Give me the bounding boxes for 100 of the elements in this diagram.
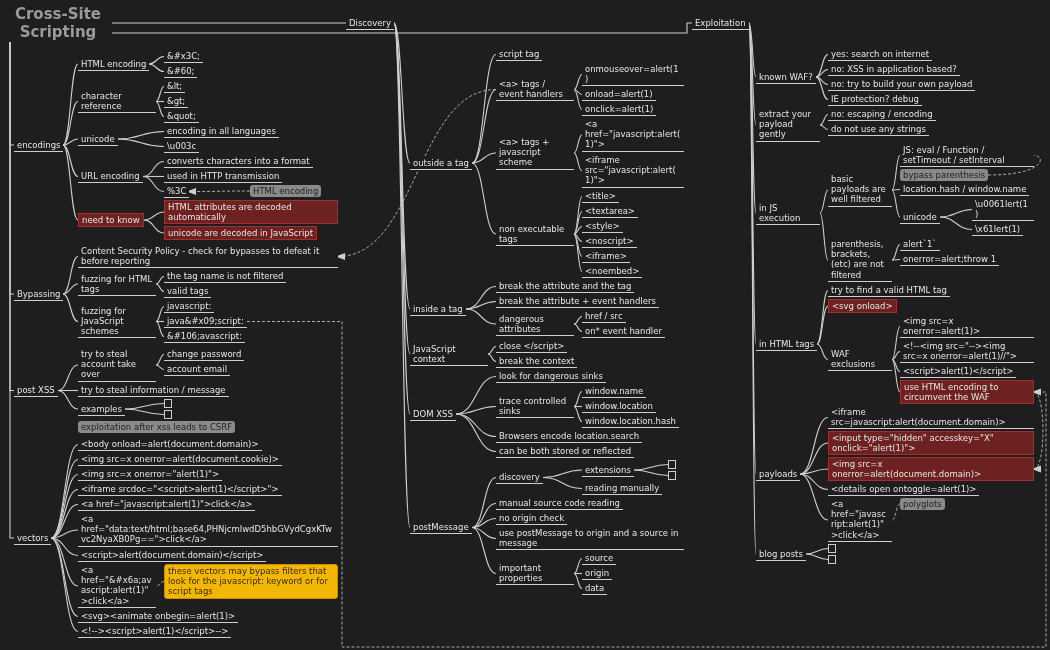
topic-label: Exploitation xyxy=(692,16,749,30)
topic-label: <a href="javascript:alert(1)">click</a> xyxy=(78,498,256,512)
topic-label: valid tags xyxy=(164,285,212,299)
topic-label: <iframe src="javascript:alert(1)"> xyxy=(582,154,684,188)
branch-line xyxy=(455,405,497,415)
branch-line xyxy=(891,243,901,261)
branch-line xyxy=(573,390,583,408)
branch-line xyxy=(471,162,497,235)
branch-line xyxy=(815,53,829,78)
branch-line xyxy=(573,152,583,172)
topic-label: <img src=x onerror=alert(document.cookie)> xyxy=(78,453,282,467)
summary-tag: polyglots xyxy=(900,498,945,511)
branch-line xyxy=(455,413,497,438)
branch-line xyxy=(393,22,411,529)
topic-label: fuzzing for HTML tags xyxy=(78,272,156,296)
branch-line xyxy=(633,469,669,477)
topic-label: Discovery xyxy=(346,16,394,30)
branch-line xyxy=(891,350,901,361)
branch-line xyxy=(455,413,497,453)
topic-label: try to steal account take over xyxy=(78,348,156,382)
topic-label: no: escaping / encoding xyxy=(828,108,936,122)
dashed-connector xyxy=(891,503,901,521)
branch-line xyxy=(799,473,829,521)
branch-line xyxy=(573,233,583,243)
branch-line xyxy=(471,53,497,164)
branch-line xyxy=(891,325,901,361)
topic-label: break the context xyxy=(496,355,578,369)
branch-line xyxy=(633,463,669,471)
topic-label: dangerous attributes xyxy=(496,312,574,336)
topic-label: java&#x09;script: xyxy=(164,315,247,329)
topic-label: origin xyxy=(582,567,613,581)
central-topic: Cross-Site Scripting xyxy=(4,4,112,42)
branch-line xyxy=(573,315,583,325)
topic-label: <a> tags / event handlers xyxy=(496,78,574,102)
topic-label: <a> tags + javascript scheme xyxy=(496,136,574,170)
branch-line xyxy=(117,138,165,148)
branch-line xyxy=(805,547,829,555)
topic-label: postMessage xyxy=(410,521,472,535)
branch-line xyxy=(62,138,79,146)
topic-label: IE protection? debug xyxy=(828,93,923,107)
branch-line xyxy=(471,152,497,164)
branch-line xyxy=(891,358,901,393)
topic-label: \x61lert(1) xyxy=(972,223,1024,237)
branch-line xyxy=(573,557,583,575)
topic-label: <img src=x onerror=alert(1)> xyxy=(900,315,1034,339)
topic-label: JS: eval / Function / setTimeout / setInterval xyxy=(900,144,1034,168)
topic-label: do not use any strings xyxy=(828,123,929,137)
branch-line xyxy=(939,208,973,218)
branch-line xyxy=(573,88,583,111)
branch-line xyxy=(393,22,411,164)
topic-label: JavaScript context xyxy=(410,342,488,366)
topic-label: fuzzing for JavaScript schemes xyxy=(78,304,156,339)
topic-label: change password xyxy=(164,348,245,362)
branch-line xyxy=(471,502,497,529)
topic-label: <textarea> xyxy=(582,205,638,219)
topic-label: HTML encoding xyxy=(78,57,150,71)
branch-line xyxy=(487,345,497,355)
branch-line xyxy=(62,100,79,146)
branch-line xyxy=(62,255,79,295)
branch-line xyxy=(816,343,829,361)
topic-label: <a href="javascript:alert(1)">click</a> xyxy=(828,498,892,542)
highlighted-topic: <input type="hidden" accesskey="X" onclick="alert(1)"> xyxy=(828,431,1034,456)
topic-label: <a href="data:text/html;base64,PHNjcmlwdD5hbGVydCgxKTwvc2NyaXB0Pg==">click</a> xyxy=(78,513,338,547)
topic-label: Bypassing xyxy=(14,287,64,301)
branch-line xyxy=(155,275,165,285)
topic-label: encodings xyxy=(14,138,64,152)
branch-line xyxy=(124,408,165,416)
topic-label: <!--><script>alert(1)</script>--> xyxy=(78,625,232,639)
topic-label: <body onload=alert(document.domain)> xyxy=(78,438,262,452)
branch-line xyxy=(748,22,757,555)
blank-topic xyxy=(668,471,676,480)
branch-line xyxy=(62,293,79,323)
summary-tag: HTML encoding xyxy=(250,185,322,198)
branch-line xyxy=(465,300,497,310)
branch-line xyxy=(155,320,165,338)
topic-label: on* event handler xyxy=(582,325,665,339)
topic-label: extensions xyxy=(582,463,634,477)
branch-line xyxy=(471,526,497,575)
topic-label: look for dangerous sinks xyxy=(496,370,606,384)
topic-label: unicode xyxy=(78,132,118,146)
topic-label: Browsers encode location.search xyxy=(496,430,643,444)
topic-label: &lt; xyxy=(164,80,186,94)
summary-tag: bypass parenthesis xyxy=(900,169,989,182)
topic-label: <iframe> xyxy=(582,250,630,264)
topic-label: try to find a valid HTML tag xyxy=(828,284,950,298)
topic-label: javascript: xyxy=(164,300,215,314)
branch-line xyxy=(573,233,583,273)
highlighted-topic: HTML attributes are decoded automatically xyxy=(164,200,338,225)
branch-line xyxy=(819,189,829,214)
branch-line xyxy=(62,63,79,146)
topic-label: &gt; xyxy=(164,95,189,109)
topic-label: known WAF? xyxy=(756,70,816,84)
topic-label: manual source code reading xyxy=(496,497,623,511)
branch-line xyxy=(573,572,583,590)
topic-label: basic payloads are well filtered xyxy=(828,173,892,207)
branch-line xyxy=(819,212,829,261)
topic-label: in HTML tags xyxy=(756,337,818,351)
topic-label: <a href="javascript:alert(1)"> xyxy=(582,118,684,152)
topic-label: <svg><animate onbegin=alert(1)> xyxy=(78,610,239,624)
topic-label: in JS execution xyxy=(756,201,820,225)
